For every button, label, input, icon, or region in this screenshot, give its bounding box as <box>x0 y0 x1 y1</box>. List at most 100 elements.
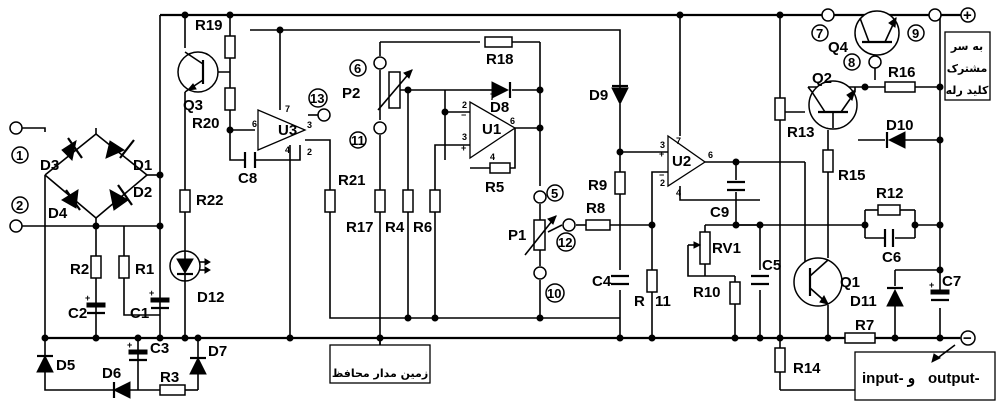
label-d8: D8 <box>490 99 509 116</box>
svg-text:4: 4 <box>490 152 495 162</box>
svg-text:−: − <box>461 110 466 120</box>
label-r22: R22 <box>196 192 224 209</box>
resistor-r4 <box>402 189 414 213</box>
svg-text:+: + <box>929 280 934 290</box>
capacitor-c1: + <box>149 288 170 310</box>
relay-note-line1: به سر <box>950 40 983 53</box>
node-13: 13 <box>310 91 324 106</box>
svg-text:2: 2 <box>307 147 312 157</box>
label-u3: U3 <box>278 122 297 139</box>
label-r15: R15 <box>838 167 866 184</box>
resistor-r21 <box>324 189 336 213</box>
resistor-r9 <box>614 171 626 195</box>
svg-text:4: 4 <box>285 145 290 155</box>
diode-d3 <box>44 133 97 176</box>
label-r8: R8 <box>586 200 605 217</box>
resistor-r3 <box>159 384 186 396</box>
svg-text:2: 2 <box>660 178 665 188</box>
label-c2: C2 <box>68 305 87 322</box>
label-d1: D1 <box>133 157 152 174</box>
svg-text:7: 7 <box>285 104 290 114</box>
svg-text:2: 2 <box>462 100 467 110</box>
label-d3: D3 <box>40 157 59 174</box>
plus-terminal-label: + <box>963 7 972 24</box>
label-r19: R19 <box>195 17 223 34</box>
label-r7: R7 <box>855 317 874 334</box>
diode-d11 <box>886 286 904 307</box>
label-r2: R2 <box>70 261 89 278</box>
label-r12: R12 <box>876 185 904 202</box>
capacitor-c3: + <box>127 340 148 362</box>
io-note-left: input- و <box>862 370 915 387</box>
diode-d9 <box>611 84 629 106</box>
resistor-r6 <box>429 189 441 213</box>
resistor-r8 <box>585 219 611 231</box>
label-r: R <box>634 293 645 310</box>
label-r14: R14 <box>793 360 821 377</box>
label-d4: D4 <box>48 205 68 222</box>
label-r5: R5 <box>485 179 504 196</box>
diode-d10 <box>885 131 906 149</box>
label-d9: D9 <box>589 87 608 104</box>
resistor-r18 <box>484 36 513 48</box>
transistor-q2 <box>807 80 858 130</box>
diode-d7 <box>189 356 207 375</box>
resistor-r5 <box>489 162 511 174</box>
node-2: 2 <box>16 198 23 213</box>
label-c4: C4 <box>592 273 612 290</box>
label-c1: C1 <box>130 305 149 322</box>
label-r16: R16 <box>888 64 916 81</box>
svg-text:+: + <box>149 288 154 298</box>
diode-d6 <box>112 381 131 399</box>
label-r21: R21 <box>338 172 366 189</box>
resistor-r15 <box>822 149 834 173</box>
label-q3: Q3 <box>183 97 203 114</box>
transistor-q1 <box>793 257 843 307</box>
label-p1: P1 <box>508 227 526 244</box>
potentiometer-p1 <box>533 219 546 251</box>
resistor-r7 <box>844 332 876 344</box>
node-9: 9 <box>912 26 919 41</box>
node-numbers: 1 2 13 6 11 5 12 10 7 8 9 <box>11 24 925 303</box>
label-r17: R17 <box>346 219 374 236</box>
connection-rings <box>9 7 976 346</box>
node-12: 12 <box>558 235 572 250</box>
resistor-r17 <box>374 189 386 213</box>
label-d2: D2 <box>133 184 152 201</box>
ground-note: زمین مدار محافظ <box>332 367 428 380</box>
opamp-u2 <box>667 134 707 188</box>
node-8: 8 <box>848 55 855 70</box>
svg-text:6: 6 <box>708 150 713 160</box>
label-c9: C9 <box>710 204 729 221</box>
label-d6: D6 <box>102 365 121 382</box>
opamp-u3 <box>257 109 307 151</box>
label-r4: R4 <box>385 219 405 236</box>
label-d5: D5 <box>56 357 75 374</box>
label-d12: D12 <box>197 289 225 306</box>
resistor-r14 <box>774 347 786 373</box>
opamp-u1 <box>469 100 517 160</box>
svg-text:3: 3 <box>462 132 467 142</box>
transistors <box>177 10 900 307</box>
label-c3: C3 <box>150 340 169 357</box>
label-u1: U1 <box>482 121 501 138</box>
resistor-r <box>646 269 658 293</box>
capacitor-c6 <box>883 229 895 247</box>
node-6: 6 <box>354 61 361 76</box>
resistor-r1 <box>118 255 130 279</box>
svg-text:7: 7 <box>490 92 495 102</box>
svg-text:6: 6 <box>252 119 257 129</box>
capacitor-c8 <box>243 152 257 168</box>
junction-dots <box>41 11 944 342</box>
label-d10: D10 <box>886 117 914 134</box>
relay-note-line2: مشترک <box>947 62 988 75</box>
diode-d4 <box>44 174 97 219</box>
relay-note-line3: کلید رله <box>946 84 989 97</box>
transistor-q3 <box>177 51 219 93</box>
potentiometers <box>377 69 557 256</box>
svg-text:3: 3 <box>660 140 665 150</box>
diode-d2 <box>95 174 148 219</box>
diode-d5 <box>36 354 54 373</box>
ground-note-box <box>329 344 431 384</box>
